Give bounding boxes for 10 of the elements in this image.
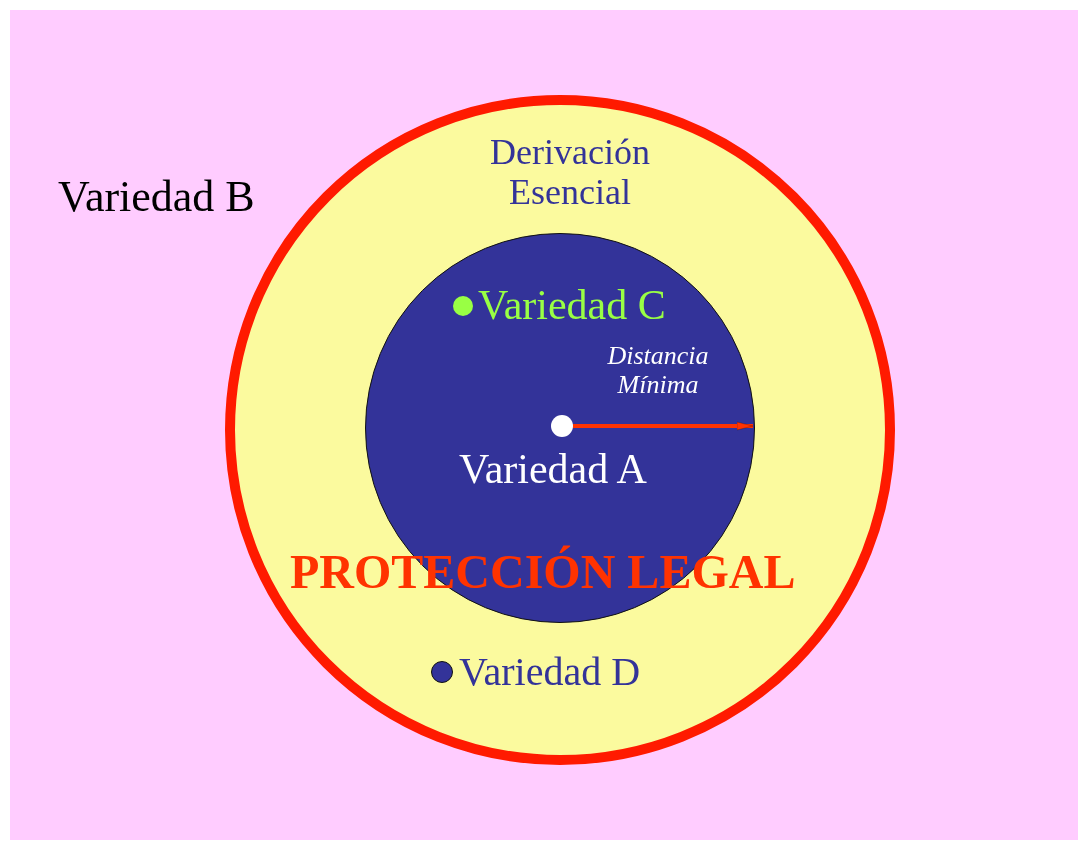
arrow	[573, 421, 754, 431]
point-dot	[431, 661, 453, 683]
point-label: Variedad C	[478, 282, 666, 329]
point-dot	[551, 415, 573, 437]
zone-label: Derivación Esencial	[489, 133, 651, 213]
point-label: Variedad A	[459, 446, 647, 493]
region-label: Variedad B	[58, 173, 255, 222]
point-label: Variedad D	[459, 650, 641, 694]
edge-label: Distancia Mínima	[606, 342, 710, 400]
point-dot	[453, 296, 473, 316]
